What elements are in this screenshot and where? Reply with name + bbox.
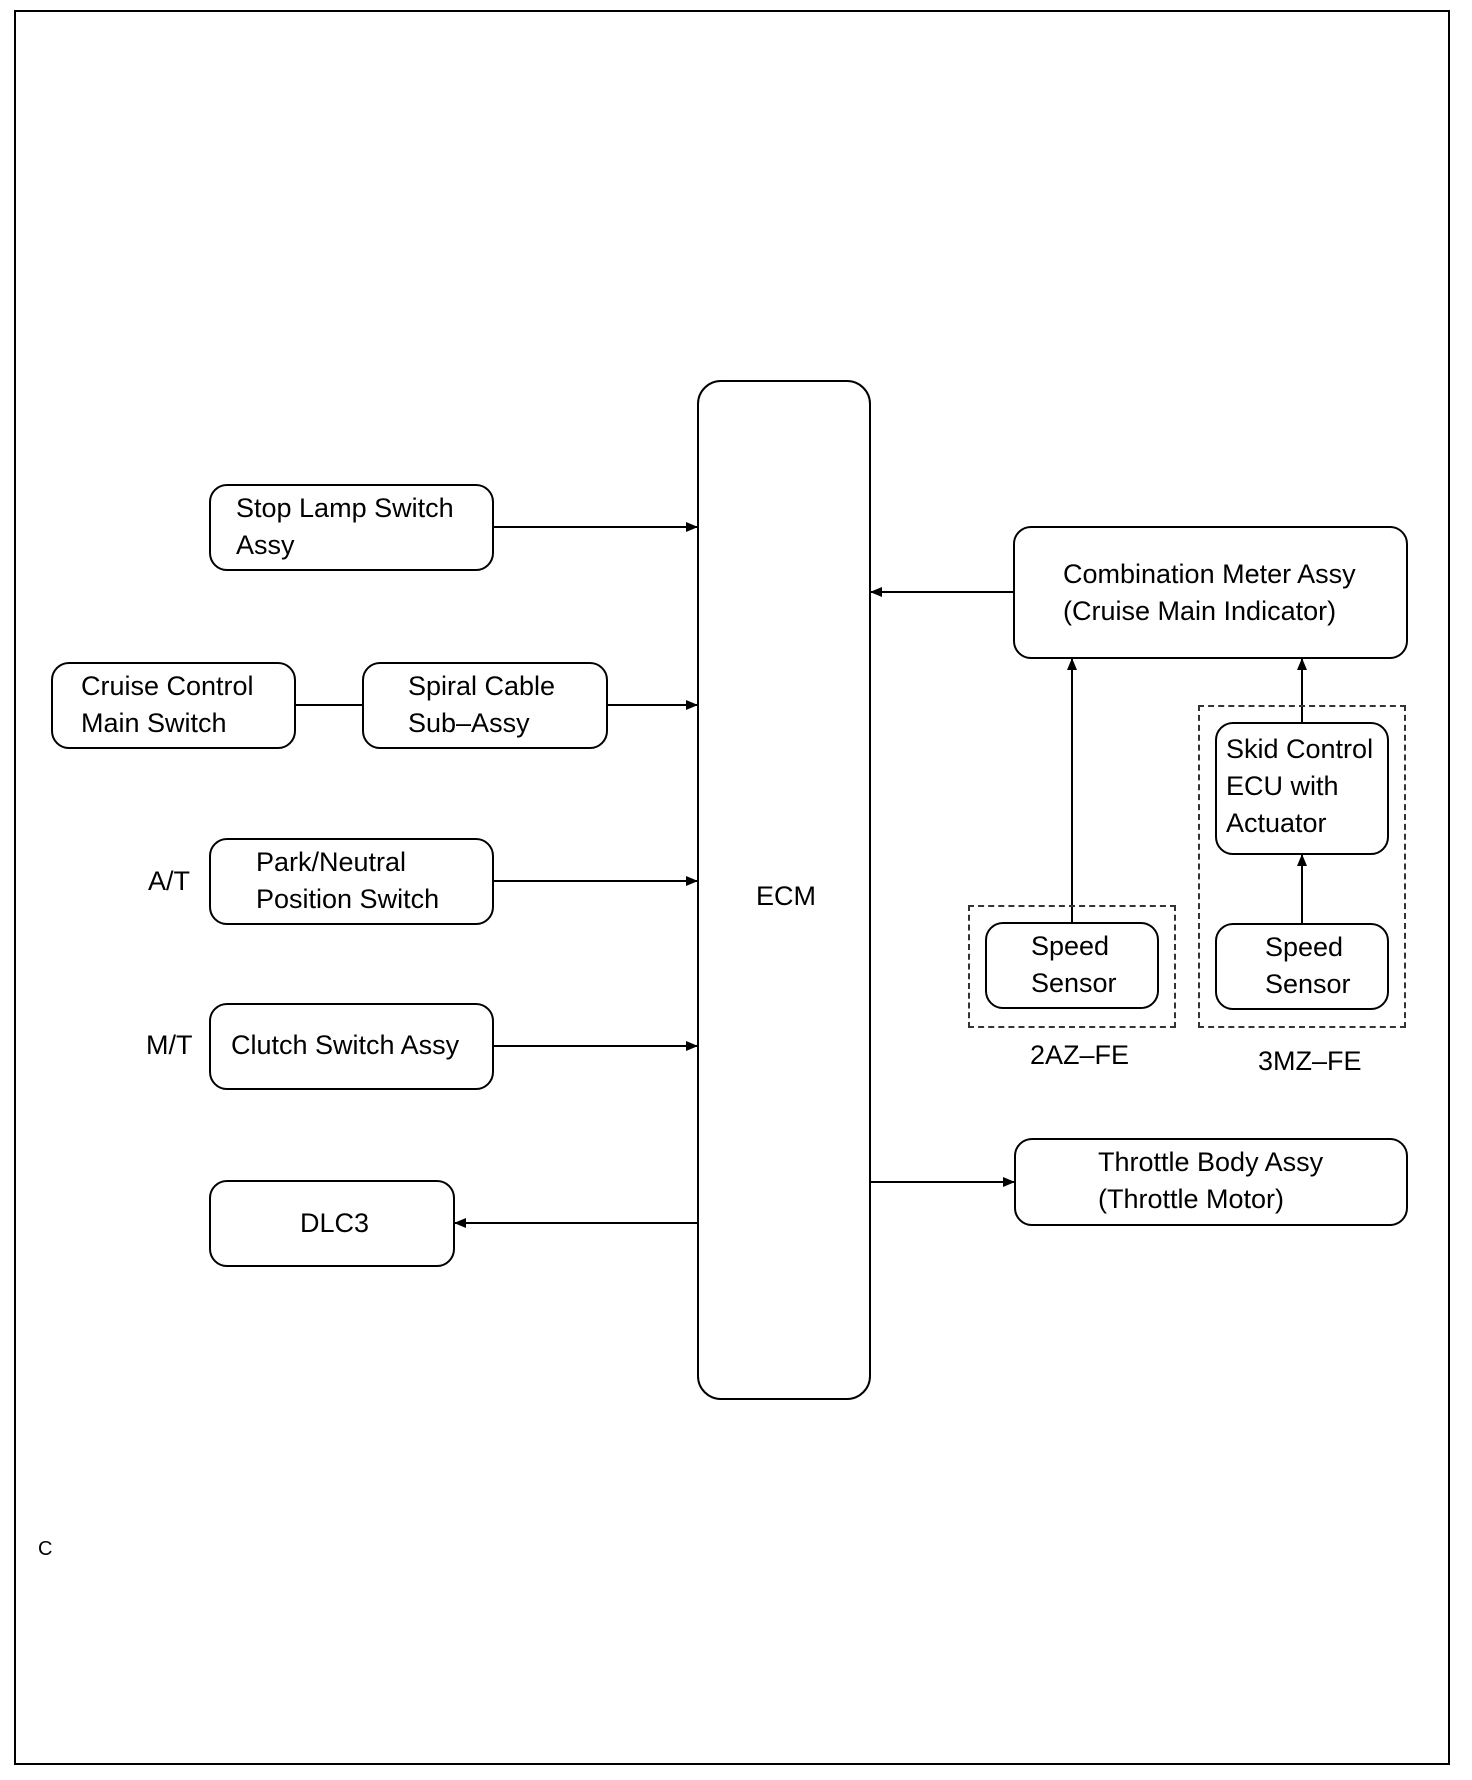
- clutch-label: Clutch Switch Assy: [231, 1030, 460, 1060]
- stop-lamp-label-line2: Assy: [236, 530, 295, 560]
- engine-2az-label: 2AZ–FE: [1030, 1040, 1130, 1070]
- stop-lamp-label-line1: Stop Lamp Switch: [236, 493, 454, 523]
- combination-meter-label-line2: (Cruise Main Indicator): [1063, 596, 1337, 626]
- cruise-main-label-line1: Cruise Control: [81, 671, 254, 701]
- cruise-main-label-line2: Main Switch: [81, 708, 227, 738]
- throttle-body-line1: Throttle Body Assy: [1098, 1147, 1324, 1177]
- skid-control-ecu-box: Skid Control ECU with Actuator: [1215, 722, 1389, 855]
- corner-mark: C: [38, 1538, 53, 1560]
- at-tag: A/T: [148, 866, 191, 896]
- dlc3-box: DLC3: [209, 1180, 455, 1267]
- spiral-cable-box: Spiral Cable Sub–Assy: [362, 662, 608, 749]
- engine-3mz-label: 3MZ–FE: [1258, 1046, 1362, 1076]
- cruise-control-main-switch-box: Cruise Control Main Switch: [51, 662, 296, 749]
- speed-sensor-3mz-line2: Sensor: [1265, 969, 1351, 999]
- speed-sensor-2az-box: Speed Sensor: [985, 922, 1159, 1009]
- park-neutral-switch-box: Park/Neutral Position Switch: [209, 838, 494, 925]
- mt-tag: M/T: [146, 1030, 193, 1060]
- diagram-frame: [14, 10, 1450, 1765]
- park-neutral-label-line1: Park/Neutral: [256, 847, 407, 877]
- dlc3-label: DLC3: [300, 1208, 370, 1238]
- spiral-cable-label-line2: Sub–Assy: [408, 708, 530, 738]
- ecm-box: ECM: [697, 380, 871, 1400]
- clutch-switch-box: Clutch Switch Assy: [209, 1003, 494, 1090]
- speed-sensor-2az-line2: Sensor: [1031, 968, 1117, 998]
- throttle-body-box: Throttle Body Assy (Throttle Motor): [1014, 1138, 1408, 1226]
- park-neutral-label-line2: Position Switch: [256, 884, 440, 914]
- skid-control-line1: Skid Control: [1226, 734, 1374, 764]
- ecm-label: ECM: [756, 881, 816, 911]
- engine-2az-group: [968, 905, 1176, 1028]
- speed-sensor-3mz-line1: Speed: [1265, 932, 1344, 962]
- skid-control-line2: ECU with: [1226, 771, 1339, 801]
- spiral-cable-label-line1: Spiral Cable: [408, 671, 556, 701]
- throttle-body-line2: (Throttle Motor): [1098, 1184, 1285, 1214]
- engine-3mz-group: [1198, 705, 1406, 1028]
- speed-sensor-3mz-box: Speed Sensor: [1215, 923, 1389, 1010]
- stop-lamp-switch-box: Stop Lamp Switch Assy: [209, 484, 494, 571]
- combination-meter-box: Combination Meter Assy (Cruise Main Indi…: [1013, 526, 1408, 659]
- skid-control-line3: Actuator: [1226, 808, 1327, 838]
- combination-meter-label-line1: Combination Meter Assy: [1063, 559, 1356, 589]
- speed-sensor-2az-line1: Speed: [1031, 931, 1110, 961]
